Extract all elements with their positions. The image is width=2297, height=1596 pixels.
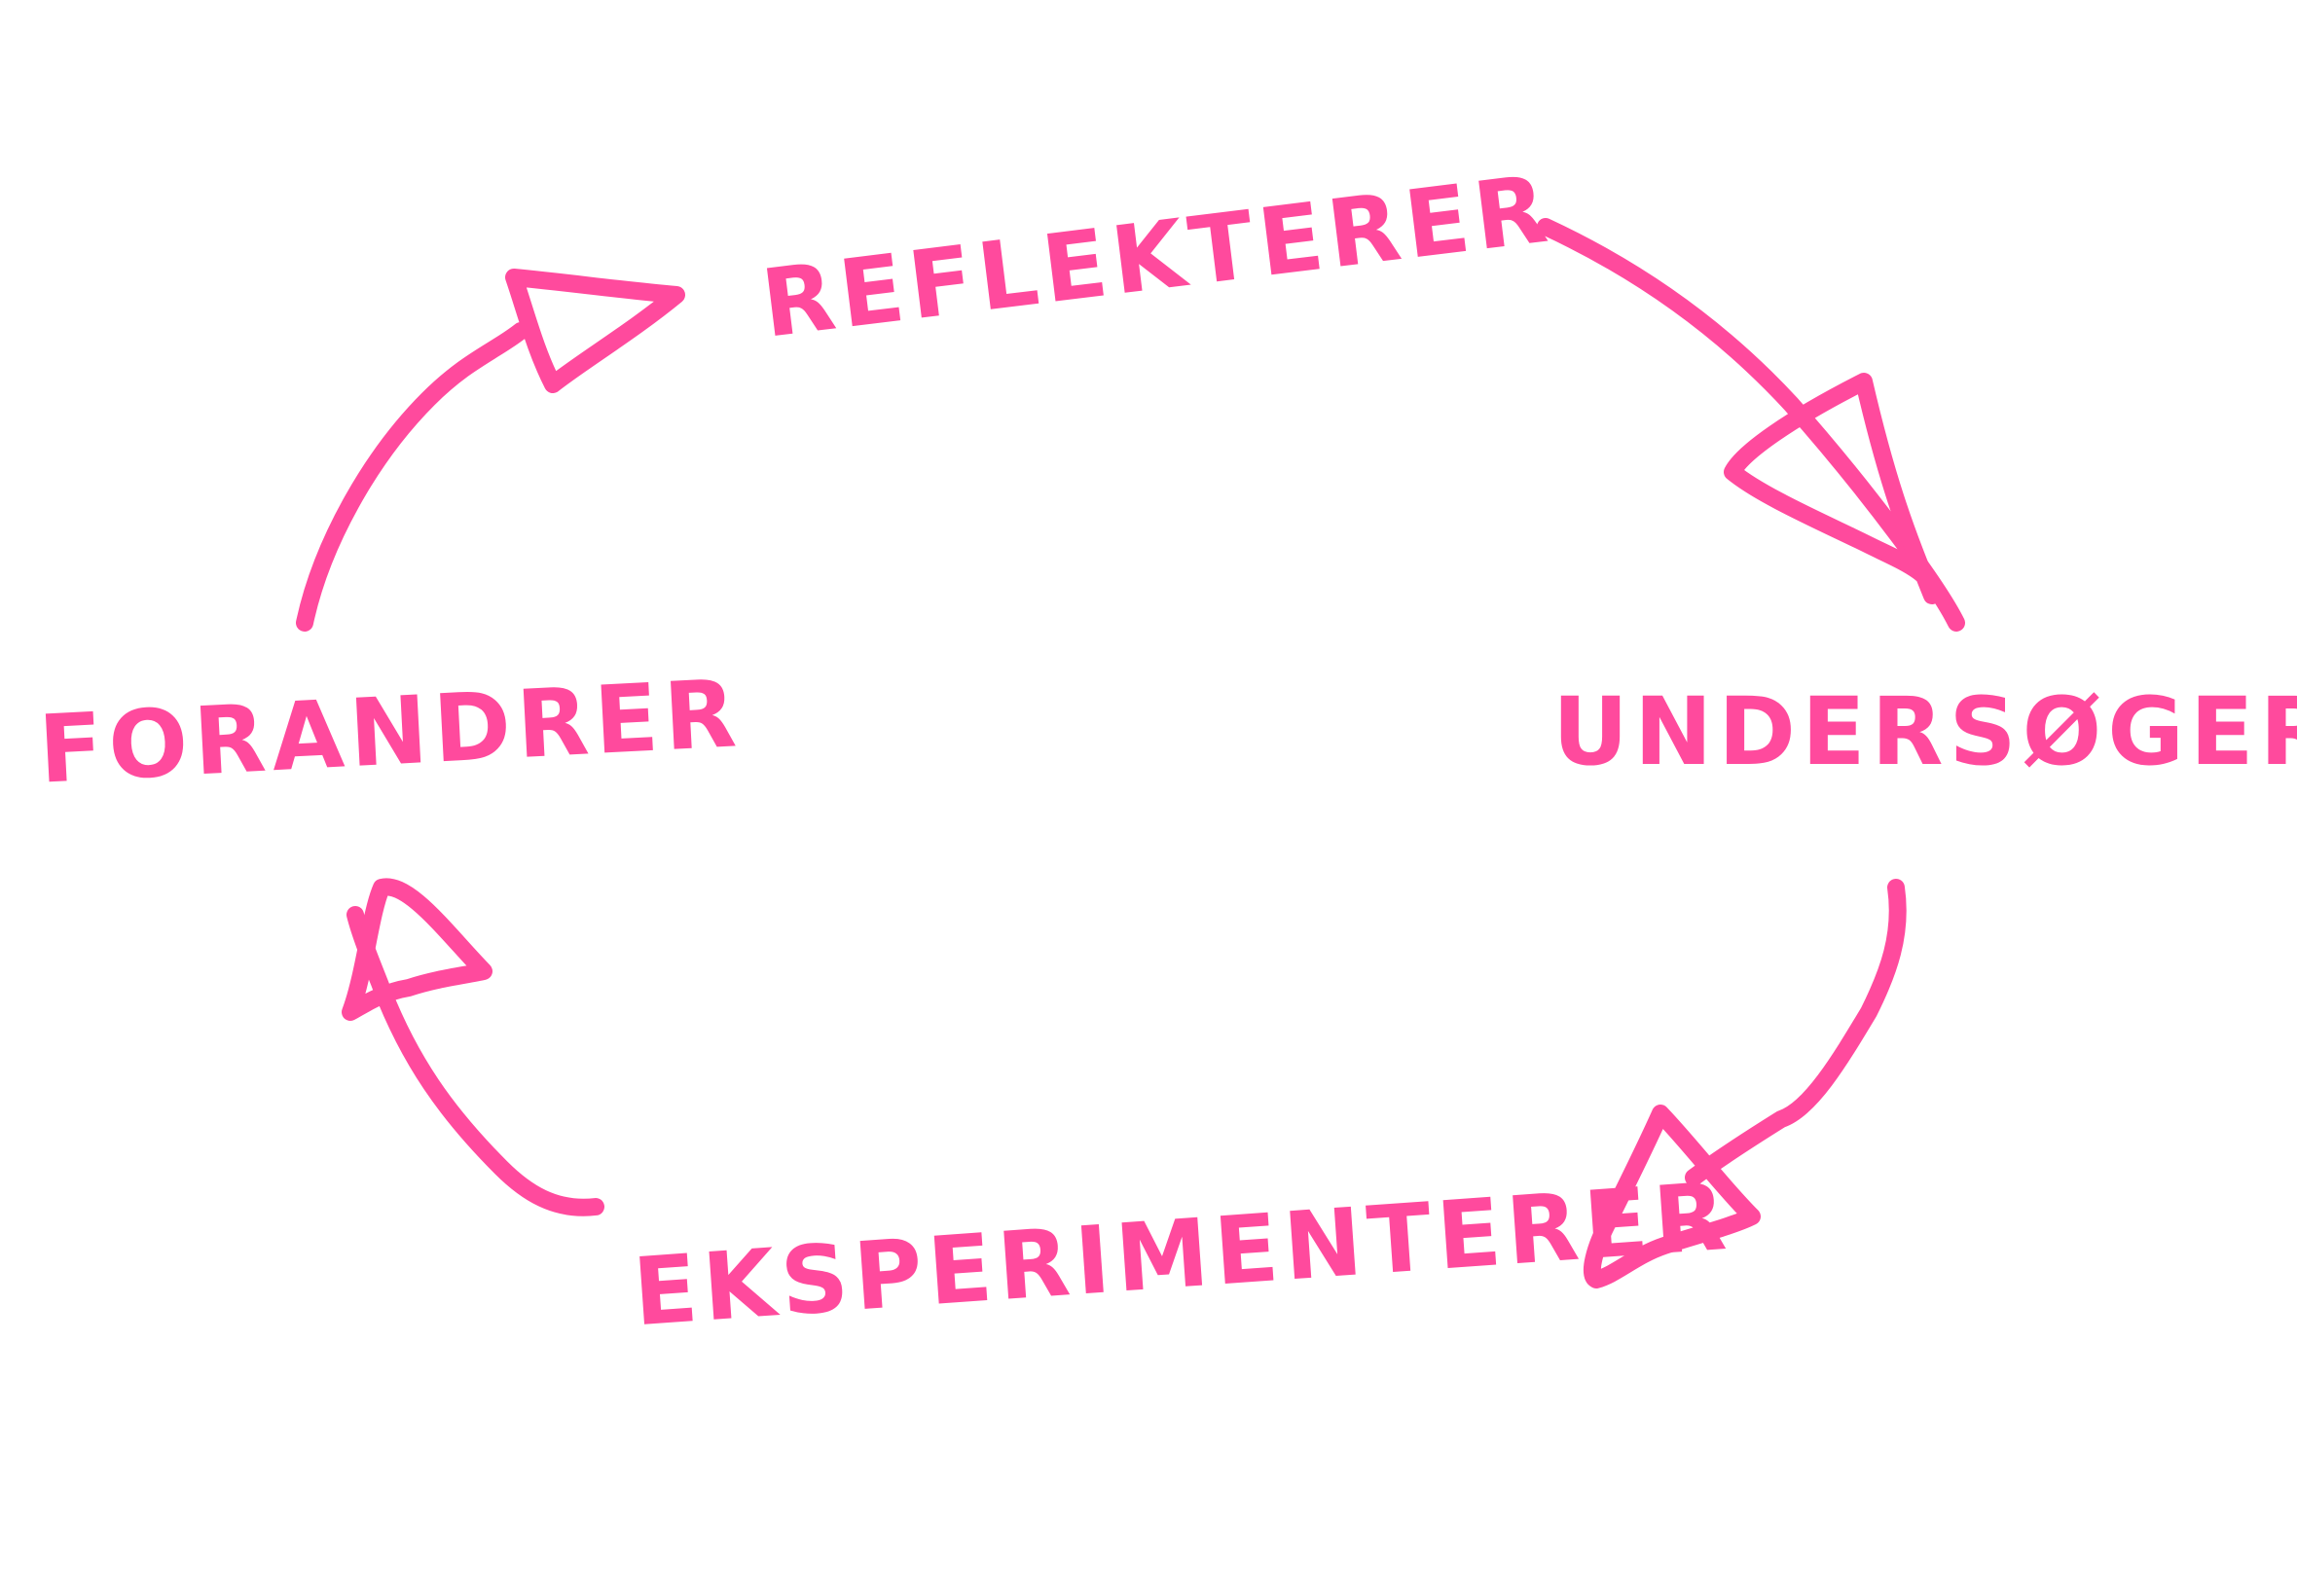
arrow-head bbox=[1724, 373, 1942, 604]
node-label-eksperimenterer: EKSPERIMENTERER bbox=[630, 1162, 1735, 1348]
arrow-shaft bbox=[296, 322, 529, 632]
arrow-head bbox=[1583, 1105, 1761, 1288]
arrow-shaft bbox=[1685, 879, 1907, 1186]
arrow-undersoger-to-eksperimenterer bbox=[1583, 879, 1907, 1288]
arrow-reflekterer-to-undersoger bbox=[1537, 218, 1965, 632]
arrow-eksperimenterer-to-forandrer bbox=[342, 878, 604, 1216]
arrow-head bbox=[342, 878, 492, 1021]
node-label-reflekterer: REFLEKTERER bbox=[756, 154, 1558, 359]
node-label-undersoger: UNDERSØGER bbox=[1552, 677, 2297, 786]
arrow-forandrer-to-reflekterer bbox=[296, 269, 685, 632]
arrow-head bbox=[505, 269, 685, 393]
node-label-forandrer: FORANDRER bbox=[36, 659, 745, 805]
